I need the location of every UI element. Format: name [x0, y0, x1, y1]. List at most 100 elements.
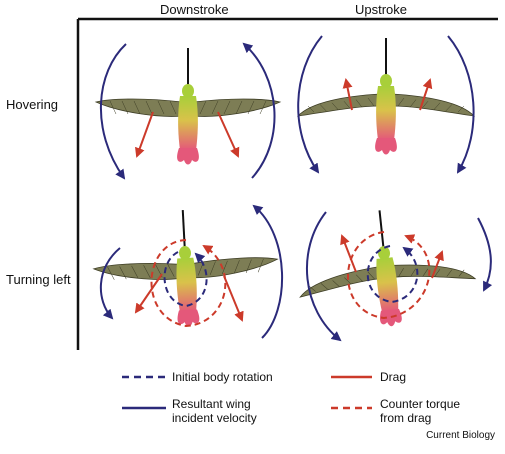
right-feather-line: [233, 260, 240, 274]
left-feather-line: [169, 100, 177, 115]
resultant-velocity-arc-left: [306, 211, 342, 342]
left-feather-line: [331, 102, 339, 110]
hummingbird-hovering-downstroke: [94, 48, 282, 165]
left-feather-line: [355, 99, 363, 108]
resultant-velocity-arc-left: [99, 43, 127, 180]
hummingbird-hovering-upstroke: [296, 38, 476, 155]
drag-arrow-right: [223, 275, 244, 322]
beak: [378, 210, 385, 249]
right-wing: [390, 264, 477, 280]
right-feather-line: [397, 97, 405, 107]
right-wing: [391, 93, 476, 117]
left-feather-line: [107, 266, 115, 280]
initial-body-rotation-circle: [366, 245, 419, 304]
legend-initial-rotation-label: Initial body rotation: [172, 370, 273, 384]
right-feather-line: [223, 100, 231, 115]
counter-torque-circle: [150, 239, 227, 328]
drag-arrow-left: [342, 78, 353, 111]
resultant-velocity-arc-right: [242, 42, 276, 179]
right-feather-line: [211, 100, 219, 115]
right-feather-line: [433, 102, 441, 110]
left-feather-line: [332, 280, 340, 287]
right-feather-line: [457, 105, 465, 113]
drag-arrow-right: [419, 78, 433, 111]
right-feather-line: [458, 269, 465, 277]
legend-counter-torque-label: Counter torque from drag: [380, 397, 461, 425]
row-label-hovering: Hovering: [6, 97, 59, 112]
credit-label: Current Biology: [426, 430, 495, 441]
resultant-velocity-arc-right: [252, 204, 284, 339]
body: [376, 86, 396, 140]
head: [378, 246, 391, 261]
column-header-downstroke: Downstroke: [160, 2, 229, 17]
head: [380, 74, 392, 88]
row-label-turning-left: Turning left: [6, 272, 71, 287]
right-feather-line: [257, 258, 264, 273]
left-wing: [92, 262, 181, 280]
right-feather-line: [259, 100, 267, 115]
right-feather-line: [409, 99, 417, 108]
body: [376, 257, 399, 313]
resultant-velocity-arc-left: [297, 35, 323, 174]
legend-drag-label: Drag: [380, 370, 407, 384]
right-wing: [193, 98, 282, 117]
left-feather-line: [167, 263, 175, 277]
left-feather-line: [143, 265, 151, 278]
right-wing: [191, 257, 279, 279]
left-feather-line: [133, 100, 141, 115]
body: [178, 96, 198, 150]
counter-torque-circle: [347, 231, 431, 320]
left-feather-line: [157, 100, 165, 115]
tail: [177, 148, 199, 165]
left-feather-line: [109, 100, 117, 115]
beak: [181, 210, 186, 249]
left-feather-line: [343, 101, 351, 109]
left-feather-line: [367, 97, 375, 107]
head: [182, 84, 194, 98]
tail: [380, 308, 402, 327]
left-feather-line: [344, 277, 352, 285]
tail: [375, 138, 397, 155]
drag-arrow-left: [134, 273, 163, 314]
drag-arrow-left: [135, 111, 154, 158]
right-feather-line: [199, 100, 207, 115]
legend-resultant-velocity-label: Resultant wing incident velocity: [172, 397, 257, 425]
right-feather-line: [209, 261, 216, 275]
right-feather-line: [245, 259, 252, 273]
right-feather-line: [421, 101, 429, 109]
left-wing: [94, 98, 183, 117]
right-feather-line: [221, 260, 228, 275]
drag-arrow-right: [217, 111, 240, 158]
resultant-velocity-arc-left: [99, 247, 121, 320]
left-feather-line: [355, 274, 364, 282]
right-feather-line: [446, 269, 453, 277]
left-feather-line: [131, 265, 139, 279]
left-wing: [296, 93, 381, 117]
right-feather-line: [434, 268, 441, 277]
left-feather-line: [308, 285, 316, 292]
right-feather-line: [422, 268, 429, 277]
left-feather-line: [121, 100, 129, 115]
left-feather-line: [367, 271, 375, 280]
body: [176, 257, 197, 313]
drag-arrow-right: [431, 250, 444, 279]
right-feather-line: [398, 268, 404, 277]
right-feather-line: [235, 100, 243, 115]
left-wing: [299, 266, 382, 298]
left-feather-line: [307, 105, 315, 113]
right-feather-line: [247, 100, 255, 115]
right-feather-line: [445, 104, 453, 111]
hummingbird-turning-downstroke: [92, 210, 279, 327]
left-feather-line: [320, 283, 328, 290]
resultant-velocity-arc-right: [477, 217, 493, 292]
right-feather-line: [410, 268, 417, 277]
head: [179, 246, 192, 261]
initial-body-rotation-circle: [163, 251, 208, 308]
column-header-upstroke: Upstroke: [355, 2, 408, 17]
drag-arrow-left: [340, 234, 357, 273]
left-feather-line: [119, 266, 127, 280]
left-feather-line: [145, 100, 153, 115]
hummingbird-turning-upstroke: [299, 210, 477, 327]
